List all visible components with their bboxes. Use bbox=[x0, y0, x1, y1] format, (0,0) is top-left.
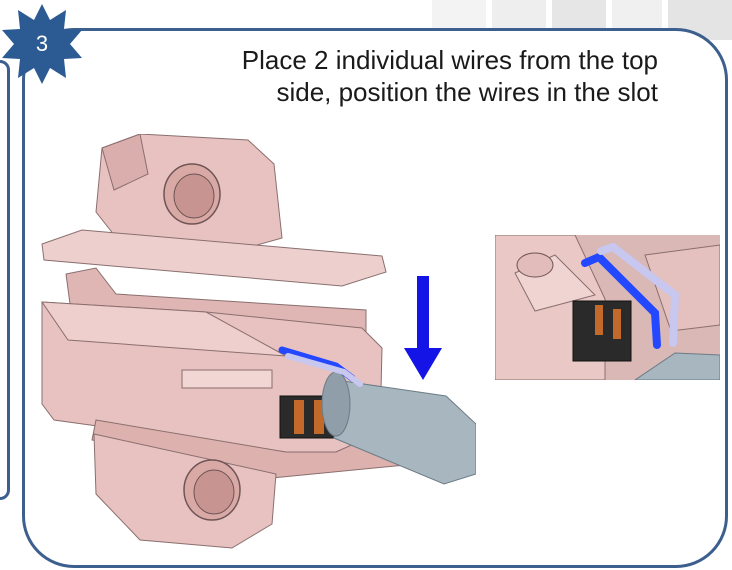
down-arrow-icon bbox=[404, 276, 442, 380]
crimp-tool-illustration bbox=[36, 133, 477, 554]
step-number: 3 bbox=[35, 31, 49, 56]
instruction-line-2: side, position the wires in the slot bbox=[276, 77, 658, 107]
previous-step-frame bbox=[0, 60, 10, 500]
step-badge: 3 bbox=[0, 2, 84, 86]
inset-closeup-image bbox=[495, 235, 720, 380]
instruction-line-1: Place 2 individual wires from the top bbox=[241, 45, 658, 75]
instruction-text: Place 2 individual wires from the top si… bbox=[98, 44, 658, 108]
starburst-badge-icon bbox=[2, 4, 82, 84]
